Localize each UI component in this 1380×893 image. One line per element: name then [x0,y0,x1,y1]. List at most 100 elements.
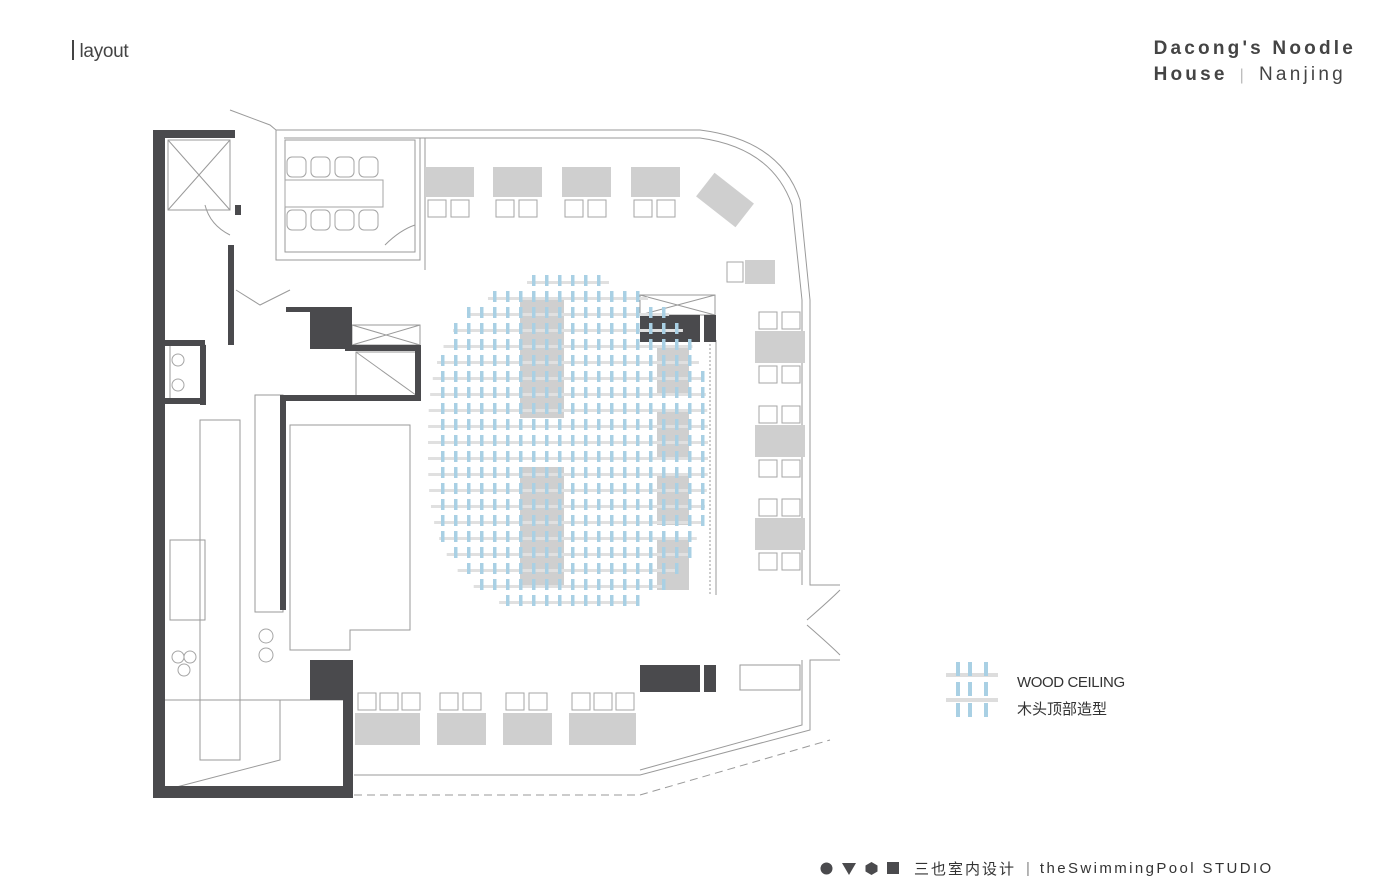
wood-ceiling-slat [701,467,705,478]
wood-ceiling-slat [532,403,536,414]
wood-ceiling-slat [571,403,575,414]
wood-ceiling-slat [688,483,692,494]
wood-ceiling-slat [467,419,471,430]
wood-ceiling-slat [532,275,536,286]
wood-ceiling-slat [688,531,692,542]
wood-ceiling-slat [623,467,627,478]
wood-ceiling-slat [584,355,588,366]
wood-ceiling-slat [545,435,549,446]
wood-ceiling-slat [519,291,523,302]
wood-ceiling-slat [662,371,666,382]
wood-ceiling-slat [571,419,575,430]
wood-ceiling-slat [584,595,588,606]
wood-ceiling-slat [480,547,484,558]
wood-ceiling-slat [480,499,484,510]
wood-ceiling-rail [430,393,706,396]
wood-ceiling-slat [623,435,627,446]
wood-ceiling-slat [584,499,588,510]
wood-ceiling-slat [454,419,458,430]
wood-ceiling-slat [493,371,497,382]
wood-ceiling-slat [649,419,653,430]
wood-ceiling-rail [499,601,637,604]
wood-ceiling-slat [545,595,549,606]
wood-ceiling-slat [441,387,445,398]
wood-ceiling-slat [532,595,536,606]
wood-ceiling-slat [623,595,627,606]
wood-ceiling-slat [545,579,549,590]
wood-ceiling-slat [662,515,666,526]
wood-ceiling-slat [545,355,549,366]
wood-ceiling-slat [649,371,653,382]
wood-ceiling-slat [597,387,601,398]
wood-ceiling-slat [584,563,588,574]
wood-ceiling-slat [467,339,471,350]
legend-label-cn: 木头顶部造型 [1017,701,1108,718]
wood-ceiling-slat [662,403,666,414]
wood-ceiling-slat [597,483,601,494]
wood-ceiling-slat [597,275,601,286]
wood-ceiling-slat [493,323,497,334]
wood-ceiling-rail [432,377,704,380]
wood-ceiling-slat [649,387,653,398]
wood-ceiling-slat [636,403,640,414]
wood-ceiling-slat [493,579,497,590]
wood-ceiling-slat [506,371,510,382]
wood-ceiling-slat [441,419,445,430]
wood-ceiling-slat [610,467,614,478]
wood-ceiling-slat [545,387,549,398]
wood-ceiling-slat [597,435,601,446]
wood-ceiling-slat [506,499,510,510]
wood-ceiling-slat [558,579,562,590]
wood-ceiling-slat [467,531,471,542]
wood-ceiling-slat [649,467,653,478]
wood-ceiling-slat [701,451,705,462]
wood-ceiling-slat [623,387,627,398]
wood-ceiling-slat [571,355,575,366]
wood-ceiling-slat [636,307,640,318]
wood-ceiling-slat [519,323,523,334]
wood-ceiling-slat [610,483,614,494]
wood-ceiling-rail [428,457,708,460]
wood-ceiling-rail [446,553,690,556]
hexagon-icon [865,861,878,875]
wood-ceiling-slat [571,387,575,398]
wood-ceiling-slat [623,419,627,430]
wood-ceiling-slat [558,403,562,414]
wood-ceiling-slat [519,467,523,478]
wood-ceiling-slat [558,323,562,334]
wood-ceiling-slat [649,451,653,462]
wood-ceiling-slat [454,483,458,494]
wood-ceiling-slat [584,547,588,558]
wood-ceiling-slat [532,499,536,510]
wood-ceiling-slat [532,435,536,446]
wood-ceiling-slat [519,547,523,558]
wood-ceiling-slat [558,483,562,494]
wood-ceiling-slat [571,563,575,574]
wood-ceiling-slat [636,419,640,430]
wood-ceiling-slat [467,371,471,382]
wood-ceiling-slat [506,563,510,574]
wood-ceiling-slat [493,403,497,414]
wood-ceiling-slat [662,467,666,478]
wood-ceiling-slat [532,563,536,574]
wood-ceiling-slat [597,371,601,382]
wood-ceiling-slat [584,435,588,446]
wood-ceiling-slat [623,483,627,494]
wood-ceiling-slat [532,371,536,382]
wood-ceiling-slat [571,339,575,350]
wood-ceiling-slat [662,579,666,590]
title-line-1: Dacong's Noodle [1153,38,1356,59]
wood-ceiling-slat [649,307,653,318]
wood-ceiling-slat [467,387,471,398]
wood-ceiling-slat [545,323,549,334]
wood-ceiling-slat [688,451,692,462]
wood-ceiling-slat [610,355,614,366]
wood-ceiling-slat [636,579,640,590]
wood-ceiling-slat [506,403,510,414]
wood-ceiling-slat [688,419,692,430]
wood-ceiling-slat [649,403,653,414]
wood-ceiling-slat [480,371,484,382]
wood-ceiling-slat [519,371,523,382]
wood-ceiling-slat [519,403,523,414]
wood-ceiling-slat [662,499,666,510]
